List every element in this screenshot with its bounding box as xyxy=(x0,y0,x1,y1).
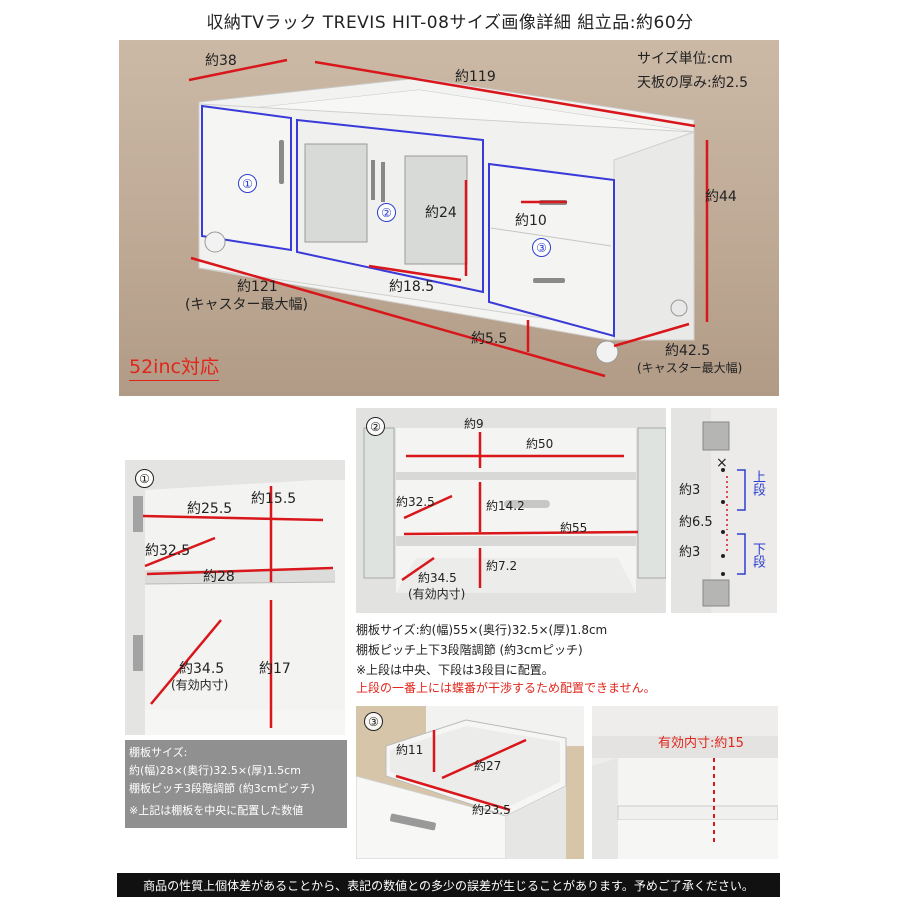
detail-2-marker: ② xyxy=(366,417,385,436)
detail-1-d3-note: (有効内寸) xyxy=(171,678,229,692)
detail-2-h-top: 約9 xyxy=(464,417,484,431)
dimension-height-label: 約44 xyxy=(705,189,737,205)
caster-depth-note: (キャスター最大幅) xyxy=(637,361,743,375)
detail-1-note-0: 棚板サイズ: xyxy=(129,746,188,759)
drawer-inner-panel: 有効内寸:約15 xyxy=(592,706,778,859)
caster-width-note: (キャスター最大幅) xyxy=(185,297,308,313)
detail-1-d2: 約32.5 xyxy=(145,543,191,559)
hinge-detail-panel: × 上段 下段 約3 約6.5 約3 xyxy=(671,408,777,613)
drawer-illustration xyxy=(356,706,584,859)
detail-panel-3: ③ 約11 約27 約23.5 xyxy=(356,706,584,859)
hinge-illustration xyxy=(671,408,777,613)
detail-2-note-1: 棚板ピッチ上下3段階調節 (約3cmピッチ) xyxy=(356,643,583,657)
detail-panel-2: ② 約9 約50 約32.5 約14.2 約55 約34.5 (有効内寸) 約7… xyxy=(356,408,666,613)
detail-1-h1: 約15.5 xyxy=(251,491,297,507)
top-thickness-note: 天板の厚み:約2.5 xyxy=(637,75,748,91)
detail-3-h: 約11 xyxy=(396,743,424,757)
detail-1-w: 約28 xyxy=(203,569,235,585)
detail-2-note-0: 棚板サイズ:約(幅)55×(奥行)32.5×(厚)1.8cm xyxy=(356,623,608,637)
hinge-upper-label: 上段 xyxy=(750,470,765,496)
detail-3-w: 約23.5 xyxy=(472,803,511,817)
compartment-1-marker: ① xyxy=(238,174,257,193)
detail-2-d2: 約34.5 xyxy=(418,571,457,585)
detail-2-d: 約32.5 xyxy=(396,495,435,509)
detail-2-w-top: 約50 xyxy=(526,437,554,451)
drawer-inner-label: 有効内寸:約15 xyxy=(658,736,744,751)
drawer-inner-illustration xyxy=(592,706,778,859)
detail-1-d1: 約25.5 xyxy=(187,501,233,517)
detail-1-h2: 約17 xyxy=(259,661,291,677)
compartment-1-illustration xyxy=(125,460,345,735)
hinge-pitch-1: 約3 xyxy=(679,483,701,498)
caster-depth-label: 約42.5 xyxy=(665,343,711,359)
detail-2-h-mid: 約14.2 xyxy=(486,499,525,513)
compartment-2-marker: ② xyxy=(377,203,396,222)
detail-1-note-3: ※上記は棚板を中央に配置した数値 xyxy=(129,804,304,817)
compartment-3-marker: ③ xyxy=(532,238,551,257)
detail-2-w: 約55 xyxy=(560,521,588,535)
detail-1-d3: 約34.5 xyxy=(179,661,225,677)
detail-2-warning: 上段の一番上には蝶番が干渉するため配置できません。 xyxy=(356,681,656,695)
detail-1-marker: ① xyxy=(135,469,154,488)
detail-3-d: 約27 xyxy=(474,759,502,773)
hinge-pitch-2: 約6.5 xyxy=(679,515,713,530)
footer-disclaimer: 商品の性質上個体差があることから、表記の数値との多少の誤差が生じることがあります… xyxy=(117,873,780,897)
detail-3-marker: ③ xyxy=(364,712,383,731)
glass-height-label: 約24 xyxy=(425,205,457,221)
clearance-label: 約5.5 xyxy=(471,331,508,347)
hinge-x-mark: × xyxy=(716,455,728,471)
glass-width-label: 約18.5 xyxy=(389,279,435,295)
hinge-pitch-3: 約3 xyxy=(679,545,701,560)
page-title: 収納TVラック TREVIS HIT-08サイズ画像詳細 組立品:約60分 xyxy=(206,13,694,33)
detail-2-h-bot: 約7.2 xyxy=(486,559,518,573)
unit-note: サイズ単位:cm xyxy=(637,51,733,67)
tv-size-label: 52inc対応 xyxy=(129,358,219,381)
tv-rack-illustration xyxy=(188,58,709,378)
detail-1-note-2: 棚板ピッチ3段階調節 (約3cmピッチ) xyxy=(129,782,315,795)
detail-2-d2-note: (有効内寸) xyxy=(408,587,466,601)
dimension-width-label: 約119 xyxy=(455,69,496,85)
hinge-lower-label: 下段 xyxy=(750,542,765,568)
detail-1-notes: 棚板サイズ: 約(幅)28×(奥行)32.5×(厚)1.5cm 棚板ピッチ3段階… xyxy=(125,740,347,828)
detail-2-notes: 棚板サイズ:約(幅)55×(奥行)32.5×(厚)1.8cm 棚板ピッチ上下3段… xyxy=(356,622,786,702)
caster-width-label: 約121 xyxy=(237,279,278,295)
dimension-depth-label: 約38 xyxy=(205,53,237,69)
compartment-2-illustration xyxy=(356,408,666,613)
detail-2-note-2: ※上段は中央、下段は3段目に配置。 xyxy=(356,663,554,677)
drawer-width-label: 約10 xyxy=(515,213,547,229)
detail-panel-1: ① 約25.5 約15.5 約32.5 約28 約34.5 (有効内寸) 約17 xyxy=(125,460,345,735)
main-product-panel: 約38 約119 サイズ単位:cm 天板の厚み:約2.5 約44 約24 約10… xyxy=(119,40,779,396)
detail-1-note-1: 約(幅)28×(奥行)32.5×(厚)1.5cm xyxy=(129,764,301,777)
